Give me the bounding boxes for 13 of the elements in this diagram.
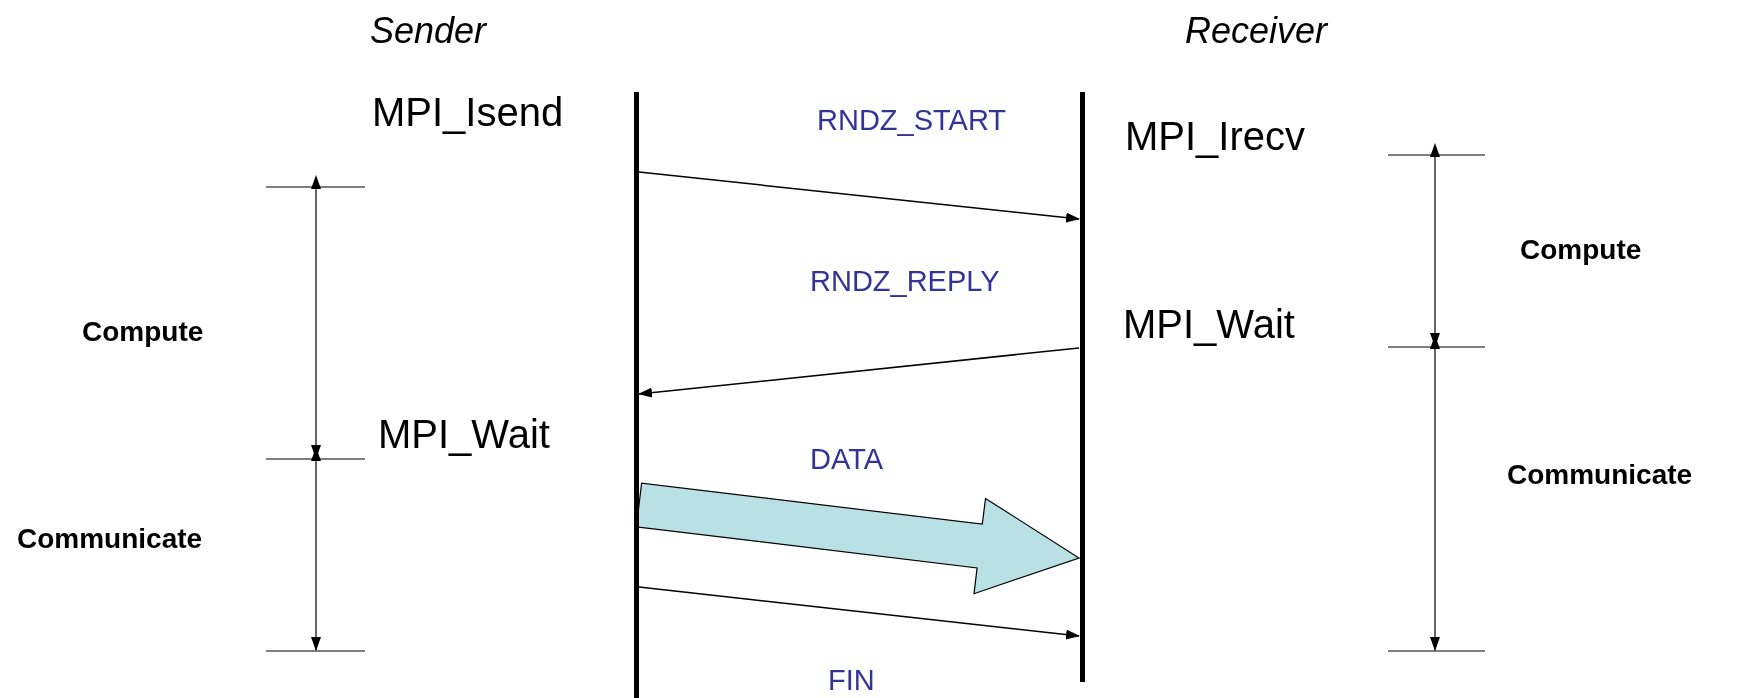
call-label: MPI_Wait	[1123, 302, 1295, 347]
phase-label: Compute	[1520, 234, 1642, 266]
message-arrow	[638, 586, 1080, 640]
lifeline-heading: Receiver	[1185, 10, 1328, 52]
call-label: MPI_Isend	[372, 90, 564, 135]
phase-label: Communicate	[1507, 459, 1693, 491]
lifeline-heading: Sender	[370, 10, 487, 52]
phase-label: Communicate	[17, 523, 203, 555]
message-arrow	[638, 347, 1080, 398]
call-label: MPI_Irecv	[1125, 114, 1306, 159]
phase-label: Compute	[82, 316, 204, 348]
call-label: MPI_Wait	[378, 412, 550, 457]
message-arrow	[638, 171, 1080, 223]
